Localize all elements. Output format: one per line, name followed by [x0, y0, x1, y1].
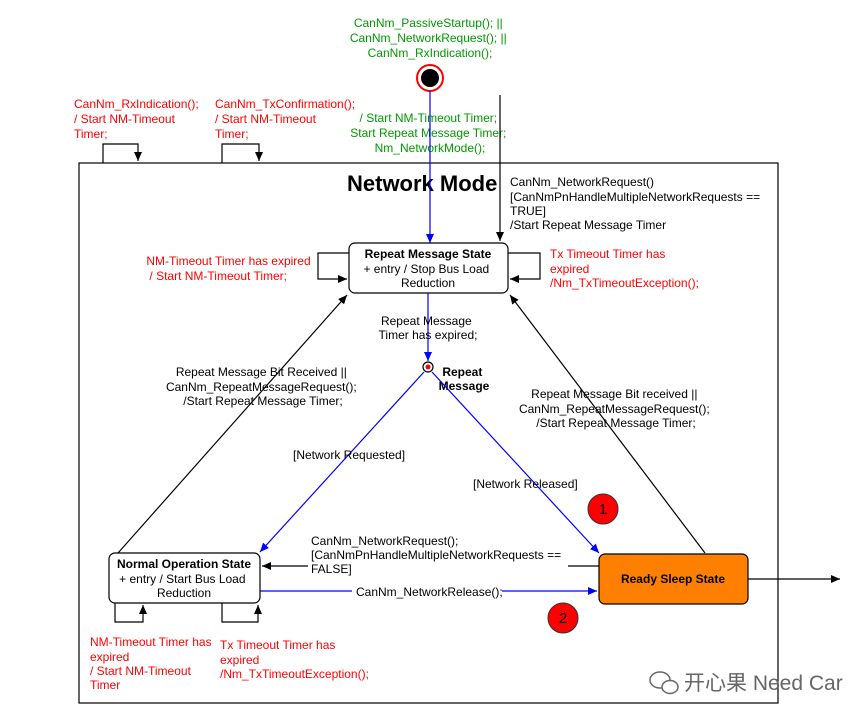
marker-2-badge: 2: [547, 602, 579, 634]
rm-tx-timeout-label: Tx Timeout Timer has expired /Nm_TxTimeo…: [550, 247, 699, 290]
repeat-message-state: Repeat Message State + entry / Stop Bus …: [348, 242, 509, 294]
outer-tx-loop: [221, 143, 263, 163]
network-released-arrow: [431, 371, 600, 554]
outer-rx-label: CanNm_RxIndication(); / Start NM-Timeout…: [74, 97, 202, 141]
network-requested-label: [Network Requested]: [293, 448, 405, 462]
marker-1-badge: 1: [587, 493, 619, 525]
choice-point-icon: [422, 361, 434, 373]
no-tx-timeout-label: Tx Timeout Timer has expired /Nm_TxTimeo…: [220, 638, 369, 681]
repeat-message-state-title: Repeat Message State: [365, 247, 492, 261]
repeat-bit-left-label: Repeat Message Bit Received || CanNm_Rep…: [166, 365, 360, 408]
network-release-label-bg: [352, 584, 502, 598]
ready-sleep-state: Ready Sleep State: [598, 553, 749, 605]
repeat-bit-right-arrow: [509, 294, 706, 554]
rm-tx-timeout-loop: [508, 252, 541, 283]
initial-trigger-label: CanNm_PassiveStartup(); || CanNm_Network…: [350, 16, 510, 60]
no-nm-timeout-loop: [114, 603, 147, 623]
network-mode-frame: [78, 162, 779, 704]
rm-nm-timeout-label: NM-Timeout Timer has expired / Start NM-…: [146, 254, 314, 283]
ready-sleep-state-title: Ready Sleep State: [621, 572, 725, 586]
wechat-logo-icon: [649, 671, 679, 695]
network-request-top-label: CanNm_NetworkRequest() [CanNmPnHandleMul…: [510, 175, 763, 232]
repeat-message-state-entry: + entry / Stop Bus Load Reduction: [363, 262, 492, 290]
repeat-timer-expired-label: Repeat Message Timer has expired;: [379, 314, 478, 342]
repeat-bit-right-label: Repeat Message Bit received || CanNm_Rep…: [519, 387, 713, 430]
no-nm-timeout-label: NM-Timeout Timer has expired / Start NM-…: [90, 635, 215, 692]
normal-operation-state: Normal Operation State + entry / Start B…: [108, 552, 261, 604]
outer-rx-loop: [102, 143, 142, 163]
network-release-label: CanNm_NetworkRelease();: [356, 585, 503, 599]
normal-operation-state-title: Normal Operation State: [117, 557, 251, 571]
svg-text:2: 2: [559, 610, 567, 627]
network-released-label: [Network Released]: [473, 477, 578, 491]
network-requested-arrow: [259, 371, 425, 553]
network-request-mid-label-bg: [308, 533, 568, 573]
repeat-bit-left-arrow: [117, 294, 348, 554]
watermark-text: 开心果 Need Car: [684, 672, 843, 695]
repeat-message-choice-label: Repeat Message: [439, 365, 490, 393]
normal-operation-state-entry: + entry / Start Bus Load Reduction: [119, 572, 249, 600]
initial-state-icon: [416, 64, 444, 92]
rm-nm-timeout-loop: [317, 252, 349, 283]
svg-text:1: 1: [599, 501, 607, 518]
network-request-mid-label: CanNm_NetworkRequest(); [CanNmPnHandleMu…: [311, 534, 564, 576]
no-tx-timeout-loop: [221, 603, 262, 623]
network-mode-title: Network Mode: [347, 171, 497, 196]
outer-tx-label: CanNm_TxConfirmation(); / Start NM-Timeo…: [215, 97, 358, 141]
